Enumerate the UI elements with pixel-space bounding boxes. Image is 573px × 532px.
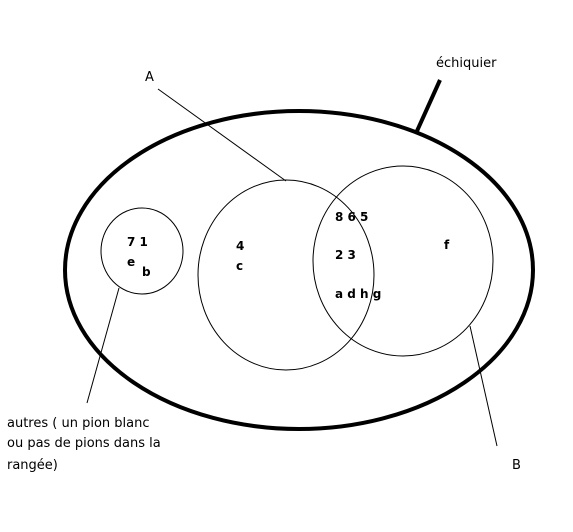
others-set	[100, 207, 184, 295]
chessboard-label: échiquier	[436, 56, 497, 71]
intersection-row3: a d h g	[335, 287, 381, 301]
set-a-only-letter: c	[236, 259, 243, 273]
others-element-b: b	[142, 265, 151, 279]
set-a-label: A	[145, 70, 154, 85]
set-a	[197, 179, 375, 371]
others-note-line3: rangée)	[7, 458, 58, 473]
intersection-row2: 2 3	[335, 248, 356, 262]
chessboard-pointer	[415, 79, 442, 132]
set-b-label: B	[512, 458, 521, 473]
others-pointer	[86, 287, 120, 404]
others-element-e: e	[127, 255, 135, 269]
intersection-row1: 8 6 5	[335, 210, 368, 224]
set-b-only-element: f	[444, 238, 450, 252]
set-a-only-number: 4	[236, 239, 244, 253]
chessboard-set	[63, 109, 535, 431]
set-a-pointer	[157, 88, 287, 182]
others-elements-row1: 7 1	[127, 235, 148, 249]
set-b	[312, 165, 494, 357]
set-b-pointer	[469, 325, 498, 447]
others-note-line2: ou pas de pions dans la	[7, 436, 161, 451]
others-note-line1: autres ( un pion blanc	[7, 416, 150, 431]
